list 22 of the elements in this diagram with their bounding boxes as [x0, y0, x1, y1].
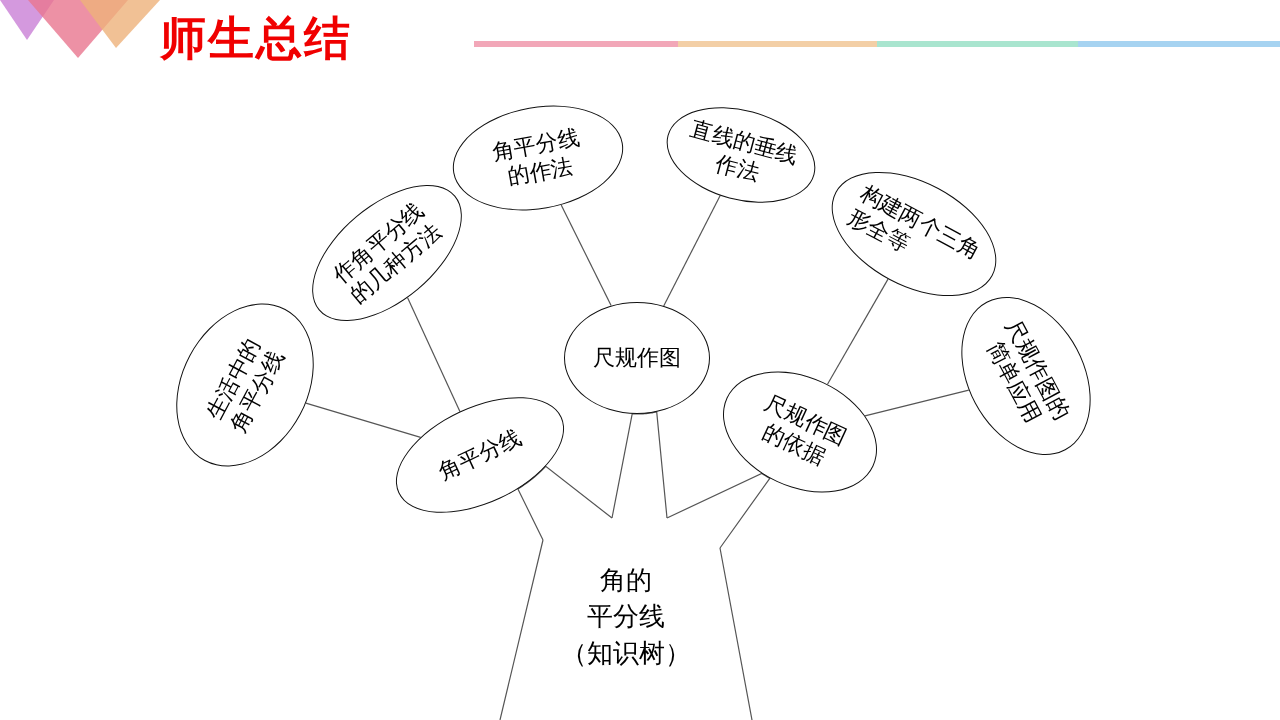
topic-text: 直线的垂线作法: [687, 114, 802, 188]
topic-text: 尺规作图的依据: [758, 388, 852, 472]
slide-title: 师生总结: [160, 10, 352, 67]
branch-line: [407, 297, 461, 412]
topic-text: 角平分线的作法: [489, 123, 583, 192]
topic-text: 生活中的角平分线: [200, 333, 290, 437]
branch-line: [666, 472, 771, 549]
branch-line: [663, 195, 721, 307]
topic-text: 尺规作图: [593, 344, 681, 372]
topic-text: 角平分线: [434, 423, 526, 487]
trunk-text: 角的: [600, 564, 652, 597]
branch-line: [517, 465, 613, 541]
branch-line: [305, 402, 422, 438]
branch-line: [826, 278, 889, 385]
topic-text: 作角平分线的几种方法: [327, 196, 447, 310]
trunk-text: （知识树）: [561, 636, 691, 670]
branch-line: [864, 389, 970, 417]
trunk-text: 平分线: [587, 600, 665, 634]
topic-text: 构建两个三角形全等: [842, 178, 986, 266]
topic-text: 尺规作图的简单应用: [981, 314, 1077, 430]
branch-line: [611, 411, 668, 519]
branch-line: [560, 204, 612, 307]
